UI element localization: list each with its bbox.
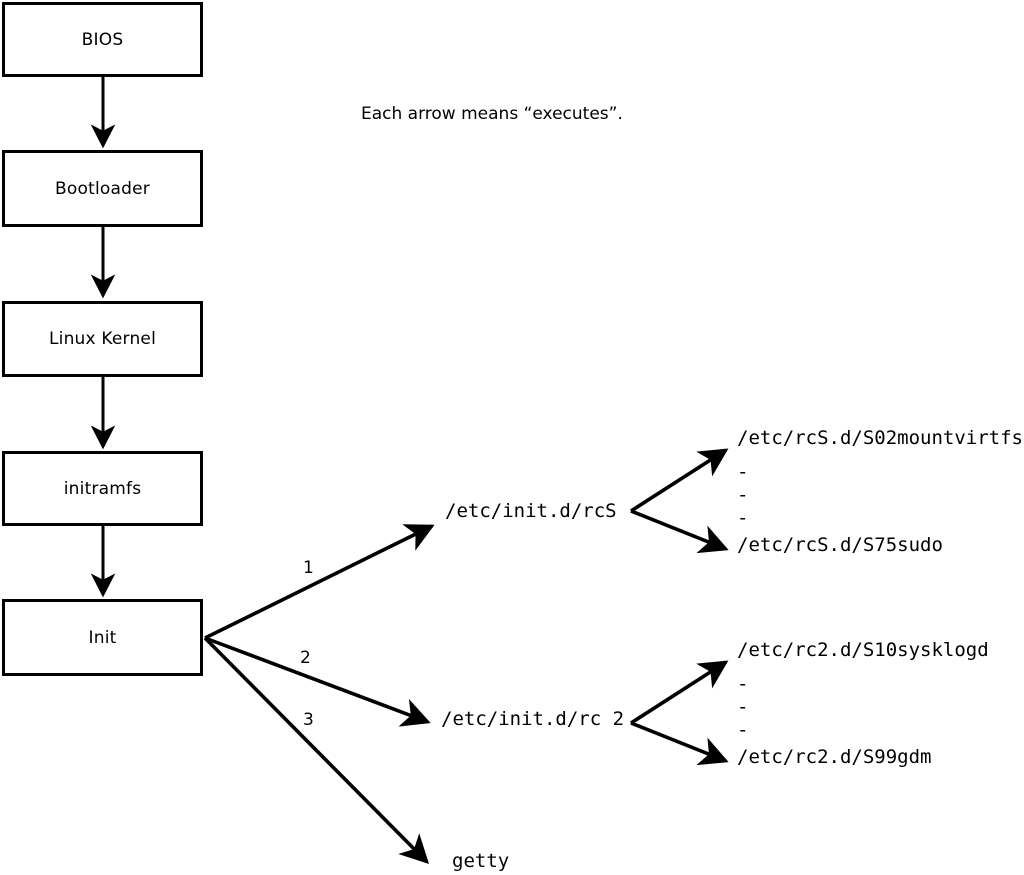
arrow-rcs-to-last-script xyxy=(630,509,729,554)
label-rcs-last-script: /etc/rcS.d/S75sudo xyxy=(737,534,943,556)
node-bootloader: Bootloader xyxy=(2,150,203,227)
node-initramfs-label: initramfs xyxy=(63,478,142,499)
node-init: Init xyxy=(2,599,203,676)
label-etc-init-d-rcs: /etc/init.d/rcS xyxy=(445,500,617,522)
node-linux-kernel-label: Linux Kernel xyxy=(48,329,156,349)
rcs-ellipsis-dash-3: - xyxy=(737,507,749,529)
arrow-init-to-getty xyxy=(203,636,430,865)
caption-text: Each arrow means “executes”. xyxy=(361,104,623,124)
arrow-rc2-to-last-script xyxy=(630,721,729,766)
node-linux-kernel: Linux Kernel xyxy=(2,301,203,377)
node-bios: BIOS xyxy=(2,2,203,77)
rc2-ellipsis-dash-1: - xyxy=(737,673,749,695)
label-rc2-first-script: /etc/rc2.d/S10sysklogd xyxy=(737,639,989,661)
node-initramfs: initramfs xyxy=(2,451,203,526)
edge-number-2: 2 xyxy=(300,648,311,668)
label-getty: getty xyxy=(452,850,510,872)
label-etc-init-d-rc-2: /etc/init.d/rc 2 xyxy=(441,708,625,730)
node-bootloader-label: Bootloader xyxy=(55,178,150,199)
node-bios-label: BIOS xyxy=(81,29,124,50)
label-rc2-last-script: /etc/rc2.d/S99gdm xyxy=(737,746,932,768)
arrow-rc2-to-first-script xyxy=(630,660,729,725)
edge-number-3: 3 xyxy=(303,710,314,730)
arrow-init-to-rcs xyxy=(204,524,435,640)
rc2-ellipsis-dash-2: - xyxy=(737,696,749,718)
rc2-ellipsis-dash-3: - xyxy=(737,719,749,741)
rcs-ellipsis-dash-2: - xyxy=(737,484,749,506)
rcs-ellipsis-dash-1: - xyxy=(737,461,749,483)
edge-number-1: 1 xyxy=(303,558,314,578)
node-init-label: Init xyxy=(88,627,117,648)
label-rcs-first-script: /etc/rcS.d/S02mountvirtfs xyxy=(737,427,1023,449)
arrow-rcs-to-first-script xyxy=(630,448,729,513)
arrow-init-to-rc2 xyxy=(204,636,431,727)
